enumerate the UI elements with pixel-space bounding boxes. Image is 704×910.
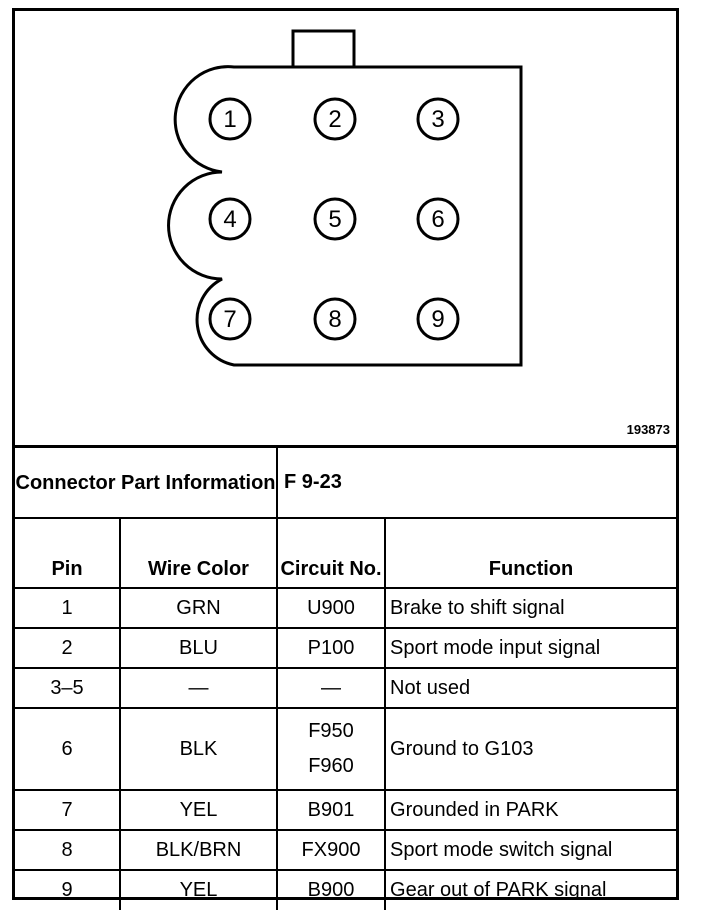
wire-color-cell: YEL	[118, 789, 279, 831]
connector-pin: 5	[313, 197, 357, 241]
connector-pin: 1	[208, 97, 252, 141]
circuit-value: F960	[308, 755, 354, 777]
connector-info-row: Connector Part Information F 9-23	[15, 448, 677, 519]
function-cell: Grounded in PARK	[384, 789, 677, 831]
function-cell: Sport mode input signal	[384, 627, 677, 669]
connector-info-label: Connector Part Information	[15, 448, 279, 519]
header-wire-color: Wire Color	[118, 517, 279, 589]
table-row: 9 YEL B900 Gear out of PARK signal	[15, 869, 677, 910]
circuit-cell: P100	[276, 627, 387, 669]
pin-cell: 9	[15, 869, 121, 910]
pin-layer: 1 2 3 4 5 6 7 8 9	[208, 97, 460, 341]
table-header-row: Pin Wire Color Circuit No. Function	[15, 517, 677, 589]
circuit-cell: U900	[276, 587, 387, 629]
pin-cell: 8	[15, 829, 121, 871]
wire-color-cell: GRN	[118, 587, 279, 629]
connector-pin: 7	[208, 297, 252, 341]
wire-color-cell: BLU	[118, 627, 279, 669]
table-row: 2 BLU P100 Sport mode input signal	[15, 627, 677, 669]
connector-pin: 9	[416, 297, 460, 341]
pin-circle	[416, 297, 460, 341]
pin-cell: 1	[15, 587, 121, 629]
connector-diagram: 1 2 3 4 5 6 7 8 9 193873	[15, 11, 676, 443]
pin-cell: 2	[15, 627, 121, 669]
connector-face-drawing: 1 2 3 4 5 6 7 8 9	[167, 29, 523, 367]
table-row: 7 YEL B901 Grounded in PARK	[15, 789, 677, 831]
pin-circle	[416, 197, 460, 241]
table-row: 3–5 — — Not used	[15, 667, 677, 709]
circuit-cell: B901	[276, 789, 387, 831]
circuit-value: F950	[308, 720, 354, 742]
pin-number: 1	[223, 106, 236, 133]
connector-latch-tab	[291, 29, 356, 69]
pin-circle	[313, 197, 357, 241]
pin-circle	[208, 297, 252, 341]
section-divider	[15, 445, 676, 448]
header-pin: Pin	[15, 517, 121, 589]
circuit-cell: —	[276, 667, 387, 709]
pin-circle	[313, 297, 357, 341]
pin-cell: 7	[15, 789, 121, 831]
pin-number: 4	[223, 206, 236, 233]
pin-circle	[208, 197, 252, 241]
wire-color-cell: BLK/BRN	[118, 829, 279, 871]
wire-color-cell: BLK	[118, 707, 279, 791]
function-cell: Brake to shift signal	[384, 587, 677, 629]
figure-id: 193873	[626, 422, 670, 437]
function-cell: Ground to G103	[384, 707, 677, 791]
connector-pin: 4	[208, 197, 252, 241]
pin-circle	[208, 97, 252, 141]
function-cell: Not used	[384, 667, 677, 709]
pin-number: 2	[328, 106, 341, 133]
header-circuit-no: Circuit No.	[276, 517, 387, 589]
function-cell: Sport mode switch signal	[384, 829, 677, 871]
pin-cell: 3–5	[15, 667, 121, 709]
connector-pin: 3	[416, 97, 460, 141]
pinout-table: Connector Part Information F 9-23 Pin Wi…	[15, 448, 677, 910]
pin-number: 5	[328, 206, 341, 233]
pin-cell: 6	[15, 707, 121, 791]
circuit-cell: F950 F960	[276, 707, 387, 791]
table-row: 8 BLK/BRN FX900 Sport mode switch signal	[15, 829, 677, 871]
pin-number: 7	[223, 306, 236, 333]
pin-number: 3	[431, 106, 444, 133]
pin-number: 8	[328, 306, 341, 333]
wire-color-cell: —	[118, 667, 279, 709]
table-row: 6 BLK F950 F960 Ground to G103	[15, 707, 677, 791]
pin-circle	[313, 97, 357, 141]
connector-pin: 8	[313, 297, 357, 341]
pin-number: 9	[431, 306, 444, 333]
pin-number: 6	[431, 206, 444, 233]
pin-circle	[416, 97, 460, 141]
table-row: 1 GRN U900 Brake to shift signal	[15, 587, 677, 629]
circuit-cell: B900	[276, 869, 387, 910]
connector-pin: 2	[313, 97, 357, 141]
header-function: Function	[384, 517, 677, 589]
connector-pin: 6	[416, 197, 460, 241]
wire-color-cell: YEL	[118, 869, 279, 910]
circuit-cell: FX900	[276, 829, 387, 871]
connector-part-number: F 9-23	[276, 448, 677, 519]
function-cell: Gear out of PARK signal	[384, 869, 677, 910]
